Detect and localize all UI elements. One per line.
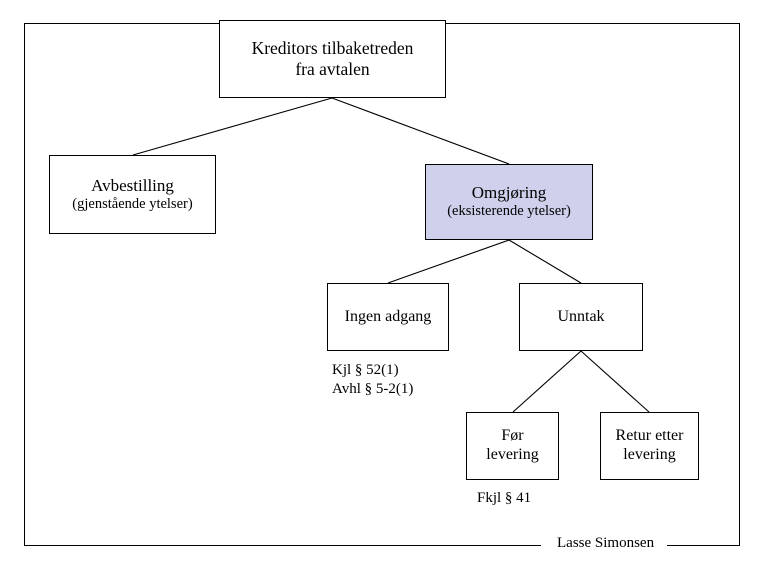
node-avbestilling-line2: (gjenstående ytelser): [72, 195, 193, 212]
edge-root-to-omgjoring: [331, 97, 510, 165]
node-kreditors-tilbaketreden[interactable]: Kreditors tilbaketreden fra avtalen: [219, 20, 446, 98]
frame-right-border: [739, 23, 741, 546]
node-retur-line1: Retur etter: [615, 427, 684, 445]
node-retur-etter-levering[interactable]: Retur etter levering: [600, 412, 699, 480]
node-ingen-adgang[interactable]: Ingen adgang: [327, 283, 449, 351]
node-omgjoring-line1: Omgjøring: [471, 183, 547, 203]
node-root-line1: Kreditors tilbaketreden: [251, 38, 414, 59]
annotation-for-levering-ref: Fkjl § 41: [477, 489, 531, 508]
node-for-levering[interactable]: Før levering: [466, 412, 559, 480]
edge-omgjoring-to-unntak: [508, 239, 582, 284]
edge-omgjoring-to-ingen: [387, 239, 510, 284]
annotation-fkjl-41: Fkjl § 41: [477, 490, 532, 506]
node-omgjoring-line2: (eksisterende ytelser): [447, 203, 571, 220]
node-for-levering-line2: levering: [486, 446, 539, 463]
author-credit: Lasse Simonsen: [551, 535, 661, 552]
edge-unntak-to-for: [512, 350, 582, 413]
node-omgjoring[interactable]: Omgjøring (eksisterende ytelser): [425, 164, 593, 240]
frame-left-border: [24, 23, 26, 546]
annotation-avhl-5-2: Avhl § 5-2(1): [332, 381, 414, 398]
node-avbestilling[interactable]: Avbestilling (gjenstående ytelser): [49, 155, 216, 234]
annotation-kjl-52: Kjl § 52(1): [332, 362, 399, 378]
node-ingen-adgang-line1: Ingen adgang: [344, 307, 432, 325]
annotation-ingen-adgang-refs: Kjl § 52(1) Avhl § 5-2(1): [332, 361, 413, 399]
node-root-line2: fra avtalen: [295, 59, 370, 79]
frame-bottom-border-right: [667, 544, 740, 546]
node-avbestilling-line1: Avbestilling: [91, 175, 174, 195]
frame-bottom-border-left: [24, 544, 541, 546]
node-unntak[interactable]: Unntak: [519, 283, 643, 351]
edge-root-to-avbestilling: [132, 97, 333, 156]
node-retur-line2: levering: [623, 446, 676, 463]
node-unntak-line1: Unntak: [557, 307, 605, 325]
node-for-levering-line1: Før: [501, 427, 524, 445]
edge-unntak-to-retur: [580, 350, 650, 413]
